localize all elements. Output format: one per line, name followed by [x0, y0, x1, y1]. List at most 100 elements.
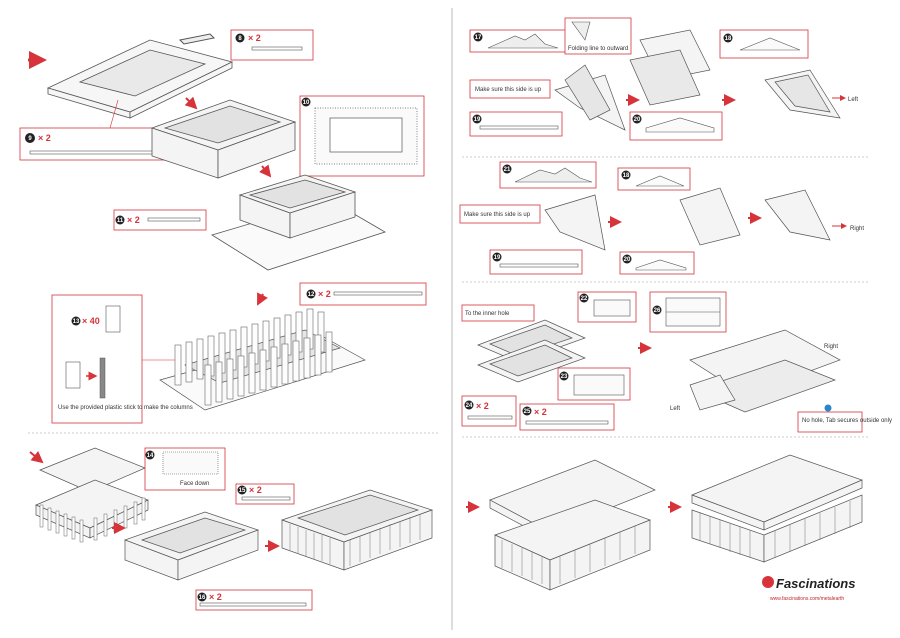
- callout-box-19b: [489, 249, 583, 275]
- step-number-17: 17: [475, 35, 482, 41]
- part-panel: [162, 451, 219, 475]
- part-strip: [333, 291, 423, 296]
- quantity-label: × 2: [38, 133, 51, 143]
- flow-arrow: [29, 450, 44, 464]
- right-pediment-drawing: [764, 189, 831, 241]
- direction-label-right: Right: [850, 226, 864, 232]
- roof-end-drawing: [629, 29, 711, 106]
- step-number-15: 15: [239, 488, 246, 494]
- direction-label-left: Left: [848, 97, 858, 103]
- direction-label-right: Right: [824, 344, 838, 350]
- step-badge-22: [579, 293, 589, 303]
- pediment-triangle-part: [635, 175, 685, 187]
- step-badge-16: [197, 592, 207, 602]
- column-row: [174, 308, 333, 406]
- column-lines: [699, 501, 851, 558]
- step-badge-19: [472, 114, 482, 124]
- step-badge-14: [145, 450, 155, 460]
- step-badge-24: [522, 406, 532, 416]
- base-frame-drawing: [46, 39, 234, 119]
- step-badge-12: [306, 289, 316, 299]
- step-number-18: 18: [623, 173, 630, 179]
- callout-box-24: [519, 403, 615, 431]
- step-number-19: 19: [474, 117, 481, 123]
- pediment-assembly-drawing: [544, 194, 606, 251]
- step-badge-15: [237, 485, 247, 495]
- step-number-9: 9: [28, 136, 32, 142]
- brand-name: Fascinations: [776, 576, 855, 591]
- step-badge-20: [632, 114, 642, 124]
- column-row: [39, 497, 146, 543]
- quantity-label: × 2: [476, 401, 489, 411]
- tab-indicator-icon: [824, 404, 832, 412]
- roof-assembly-drawing: [689, 329, 841, 413]
- step-badge-13: [71, 316, 81, 326]
- colonnade-with-floor-drawing: [35, 447, 149, 539]
- step-badge-9: [25, 133, 35, 143]
- step-number-8: 8: [238, 36, 242, 42]
- pediment-sculpture-part: [487, 33, 559, 49]
- pediment-base-part: [635, 259, 687, 271]
- brand-url[interactable]: www.fascinations.com/metalearth: [770, 596, 844, 602]
- quantity-label: × 2: [127, 215, 140, 225]
- finished-temple-drawing: [691, 454, 863, 563]
- step-badge-25: [652, 305, 662, 315]
- step-badge-10: [301, 97, 311, 107]
- step-number-10: 10: [303, 100, 310, 106]
- part-strip: [525, 420, 609, 425]
- box-on-plate-drawing: [211, 174, 386, 271]
- step-badge-23: [464, 400, 474, 410]
- callout-box-8: [230, 29, 314, 61]
- part-strip: [467, 415, 513, 420]
- step-badge-8: [235, 33, 245, 43]
- step-badge-23: [559, 371, 569, 381]
- ceiling-frame-drawing: [477, 319, 586, 383]
- pediment-sculpture-part: [514, 167, 593, 183]
- step-badge-11: [115, 215, 125, 225]
- quantity-label: × 2: [318, 289, 331, 299]
- folding-line-note: Folding line to outward: [568, 46, 628, 52]
- step-badge-18: [723, 33, 733, 43]
- quantity-label: × 2: [209, 592, 222, 602]
- flow-arrow: [257, 292, 268, 306]
- flow-arrow: [259, 164, 272, 178]
- column-lines: [289, 514, 421, 566]
- step-badge-17: [473, 32, 483, 42]
- pediment-assembly-drawing: [554, 64, 626, 131]
- no-hole-note: No hole, Tab secures outside only: [802, 418, 892, 424]
- step-badge-21: [502, 164, 512, 174]
- step-number-24: 25: [524, 409, 531, 415]
- make-sure-note: Make sure this side is up: [475, 87, 542, 93]
- inner-hole-note: To the inner hole: [465, 311, 510, 317]
- step-number-20: 20: [634, 117, 641, 123]
- column-sheet-part: [105, 305, 121, 333]
- step-number-21: 21: [504, 167, 511, 173]
- part-strip: [479, 125, 559, 130]
- inner-hole-callout: [461, 304, 535, 322]
- step-number-13: 13: [73, 319, 80, 325]
- pediment-triangle-part: [739, 37, 801, 51]
- part-strip: [199, 602, 307, 607]
- part-strip: [251, 46, 303, 51]
- frame-box-drawing: [150, 99, 297, 179]
- step-number-22: 22: [581, 296, 588, 302]
- make-sure-callout: [469, 79, 551, 99]
- step-number-23: 23: [561, 374, 568, 380]
- part-strip: [499, 263, 579, 268]
- part-strip: [147, 217, 201, 222]
- step-badge-20: [622, 254, 632, 264]
- callout-box-19: [469, 111, 563, 137]
- step-number-16: 16: [199, 595, 206, 601]
- step-number-20: 20: [624, 257, 631, 263]
- quantity-label: × 2: [248, 33, 261, 43]
- no-hole-callout: [797, 411, 863, 433]
- plastic-stick-note: Use the provided plastic stick to make t…: [58, 405, 193, 411]
- column-sheet-part: [65, 361, 81, 389]
- roof-placement-drawing: [489, 459, 656, 591]
- part-strip: [241, 496, 291, 501]
- part-panel: [573, 374, 625, 396]
- step-number-14: 14: [147, 453, 154, 459]
- step-number-11: 11: [117, 218, 124, 224]
- brand-logo-icon: [762, 576, 774, 588]
